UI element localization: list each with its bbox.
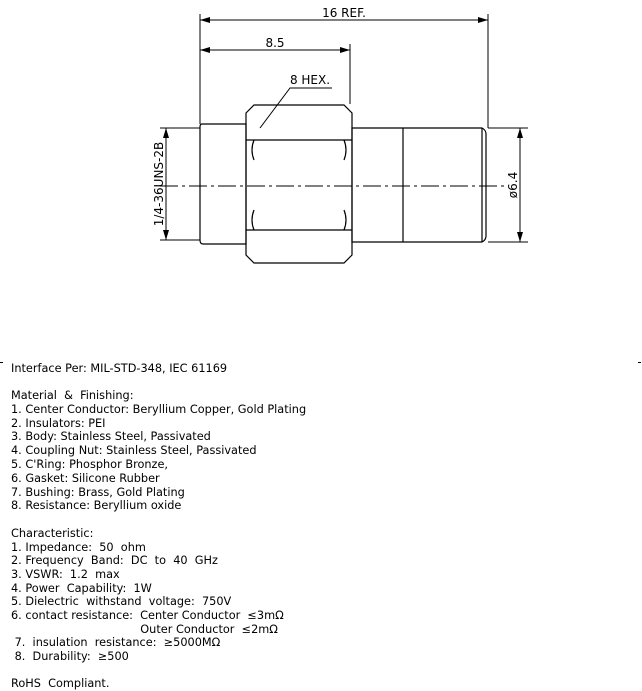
material-item: 2. Insulators: PEI <box>11 417 106 430</box>
material-item: 7. Bushing: Brass, Gold Plating <box>11 486 185 499</box>
hex-body <box>245 104 353 264</box>
interface-line: Interface Per: MIL-STD-348, IEC 61169 <box>11 362 228 375</box>
margin-tick-right <box>638 362 641 363</box>
margin-tick-left <box>0 362 3 363</box>
material-item: 5. C'Ring: Phosphor Bronze, <box>11 458 169 471</box>
dim-diameter: ø6.4 <box>506 172 520 198</box>
characteristic-item: 5. Dielectric withstand voltage: 750V <box>11 595 232 608</box>
rohs-note: RoHS Compliant. <box>11 677 110 690</box>
dim-hex: 8 HEX. <box>290 73 330 87</box>
material-item: 8. Resistance: Beryllium oxide <box>11 499 182 512</box>
characteristic-item: 3. VSWR: 1.2 max <box>11 568 120 581</box>
dim-thread: 1/4-36UNS-2B <box>152 142 166 227</box>
characteristic-item: 8. Durability: ≥500 <box>11 650 129 663</box>
characteristic-item: Outer Conductor ≤2mΩ <box>11 623 278 636</box>
characteristic-item: 1. Impedance: 50 ohm <box>11 541 146 554</box>
characteristic-item: 6. contact resistance: Center Conductor … <box>11 609 284 622</box>
coupling-nut <box>199 123 247 245</box>
characteristic-item: 7. insulation resistance: ≥5000MΩ <box>11 636 221 649</box>
connector-drawing: 16 REF. 8.5 8 HEX. 1/4-36UNS-2B ø6.4 <box>152 6 528 264</box>
material-item: 3. Body: Stainless Steel, Passivated <box>11 430 211 443</box>
characteristic-item: 4. Power Capability: 1W <box>11 582 152 595</box>
characteristic-title: Characteristic: <box>11 527 94 540</box>
dim-hex-to-end: 8.5 <box>265 36 284 50</box>
material-item: 4. Coupling Nut: Stainless Steel, Passiv… <box>11 444 257 457</box>
characteristic-item: 2. Frequency Band: DC to 40 GHz <box>11 554 218 567</box>
rear-body <box>351 127 487 243</box>
material-title: Material & Finishing: <box>11 389 134 402</box>
material-item: 1. Center Conductor: Beryllium Copper, G… <box>11 403 307 416</box>
dim-total-length: 16 REF. <box>322 6 366 20</box>
material-item: 6. Gasket: Silicone Rubber <box>11 472 160 485</box>
